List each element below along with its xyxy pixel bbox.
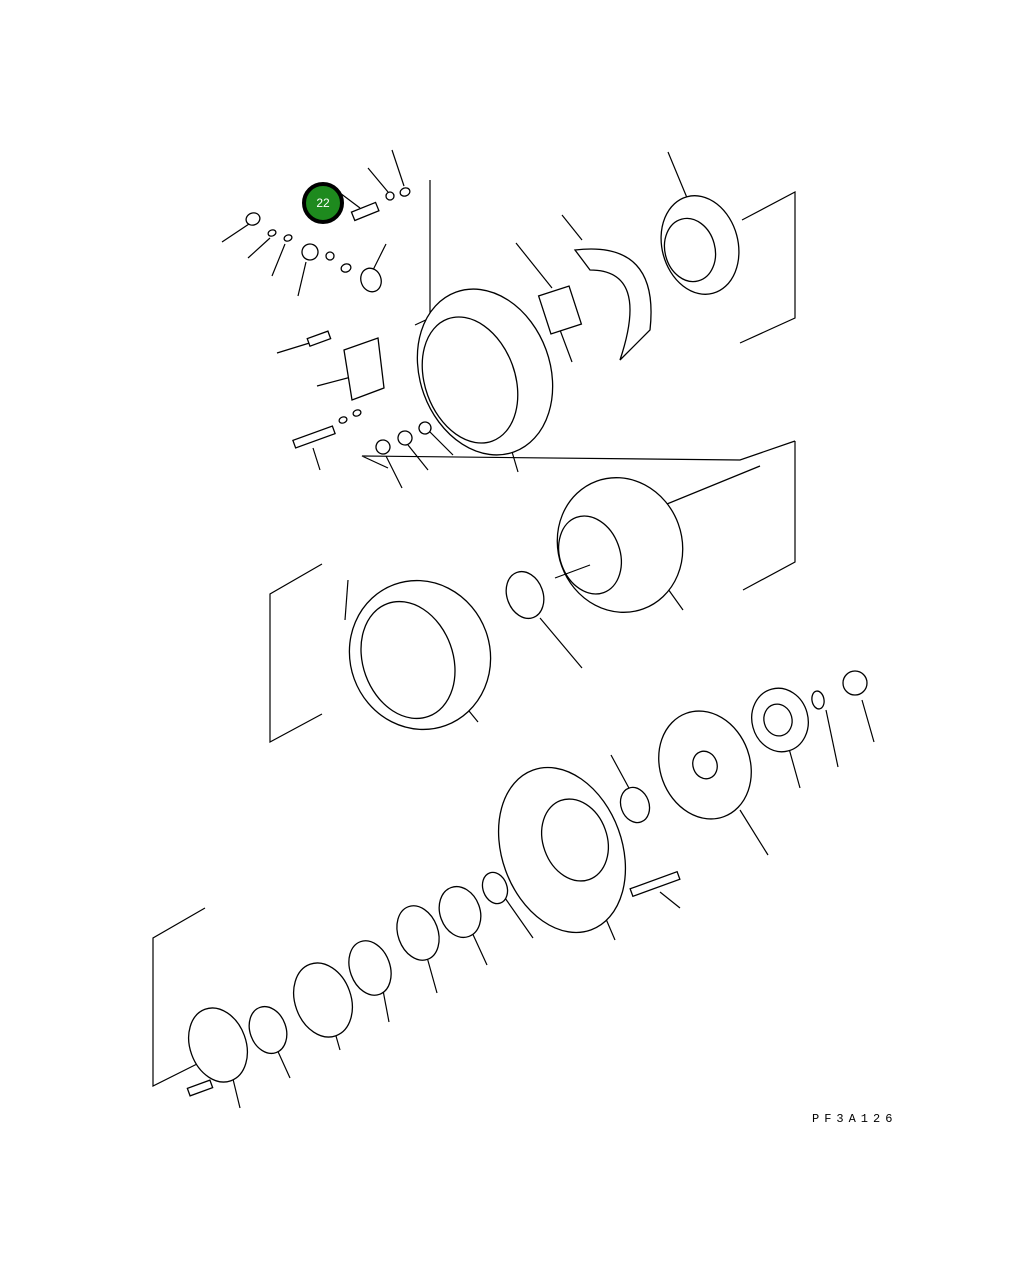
leader-line — [371, 243, 387, 273]
seal — [481, 871, 509, 905]
leader-line — [659, 891, 681, 909]
parts — [186, 187, 868, 1097]
fan-hub — [692, 750, 718, 780]
pulley-nut — [842, 670, 868, 696]
bracket-line — [152, 907, 206, 1087]
leader-line — [504, 897, 534, 939]
cover-plate — [343, 337, 385, 401]
stator-windings — [360, 600, 456, 720]
leader-line — [561, 214, 583, 241]
leader-line — [610, 754, 631, 791]
rear-housing-inner — [421, 316, 519, 444]
front-housing-bore — [541, 798, 609, 882]
brush-holder — [537, 285, 583, 335]
leader-line — [539, 617, 583, 669]
bracket-line — [742, 441, 796, 591]
seal — [438, 885, 482, 939]
group-brackets — [152, 180, 796, 1087]
bracket-line — [414, 180, 431, 326]
front-bearing — [348, 940, 392, 996]
drawing-code: PF3A126 — [812, 1112, 898, 1126]
leader-line — [515, 242, 553, 289]
washer — [338, 416, 348, 424]
washer — [340, 263, 352, 273]
leader-line — [221, 221, 253, 243]
leader-line — [385, 455, 403, 489]
leader-line — [825, 709, 839, 768]
bracket-line — [269, 563, 323, 744]
leader-line — [559, 329, 573, 363]
through-bolt — [292, 425, 336, 449]
washer — [352, 409, 362, 417]
leader-line — [231, 1074, 241, 1109]
nut — [375, 439, 391, 455]
leader-line — [427, 429, 454, 456]
nut — [397, 430, 413, 446]
snap-ring — [385, 191, 395, 201]
rotor-face — [558, 515, 622, 595]
washer — [283, 234, 293, 242]
screw — [186, 1079, 214, 1097]
washer — [399, 187, 411, 197]
bracket-line — [739, 191, 796, 344]
retainer — [293, 962, 353, 1038]
screw — [306, 330, 332, 348]
washer — [418, 421, 432, 435]
leader-line — [391, 149, 405, 187]
leader-line — [787, 744, 801, 789]
bearing — [505, 570, 545, 620]
leader-line — [344, 579, 349, 621]
washer — [267, 229, 277, 237]
rectifier — [573, 248, 652, 361]
leader-line — [271, 243, 286, 277]
bracket-line — [361, 440, 796, 469]
bolt — [629, 870, 681, 898]
leader-line — [367, 167, 389, 193]
nut — [301, 243, 319, 261]
collar — [619, 786, 651, 824]
pulley-hub — [763, 703, 793, 737]
bearing-cover — [188, 1007, 248, 1083]
lock-washer — [811, 690, 825, 710]
oil-seal — [248, 1005, 288, 1055]
bolt — [350, 201, 380, 222]
spacer — [396, 905, 440, 961]
leader-line — [667, 151, 691, 206]
rotor-shaft-rear — [554, 564, 591, 579]
rotor-coil-inner — [663, 217, 717, 283]
leader-line — [861, 699, 875, 743]
leader-line — [407, 444, 429, 471]
bushing — [360, 267, 382, 293]
leader-line — [297, 261, 307, 297]
nut — [245, 212, 261, 226]
leader-line — [247, 237, 271, 259]
leader-line — [739, 809, 769, 856]
callout-22[interactable]: 22 — [302, 182, 344, 224]
snap-ring — [325, 251, 335, 261]
leader-line — [312, 447, 321, 471]
